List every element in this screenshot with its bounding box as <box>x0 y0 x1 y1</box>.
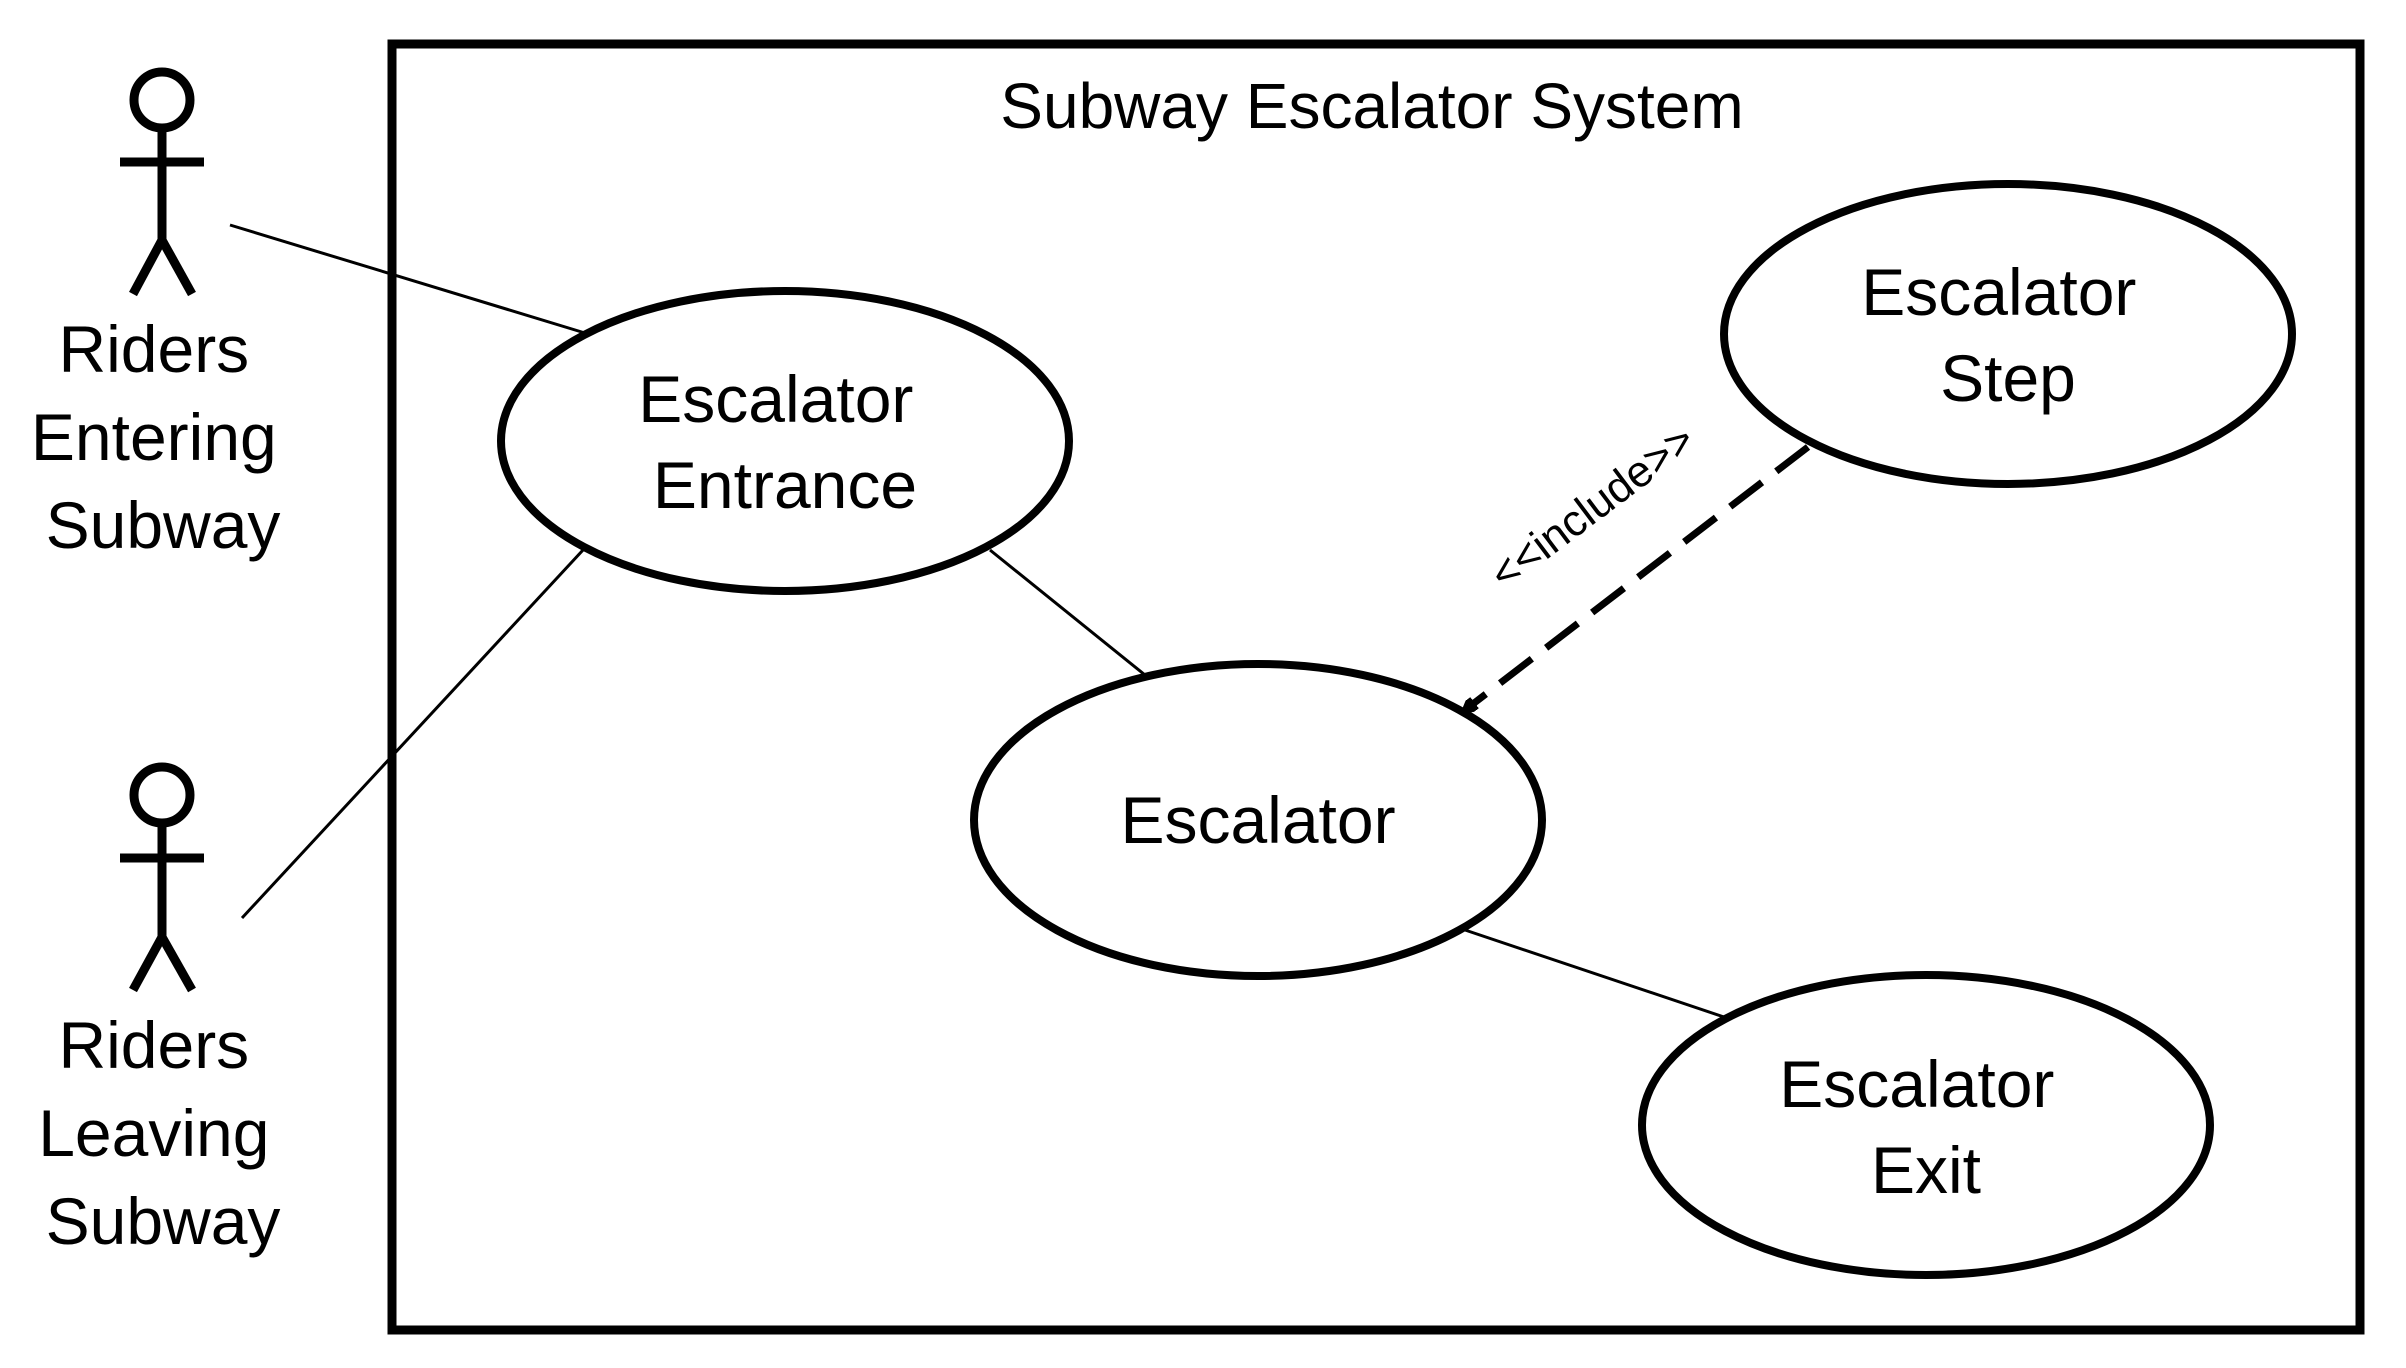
actor-riders-leaving-subway[interactable]: Riders Leaving Subway <box>38 762 288 1258</box>
svg-text:Escalator Step: Escalator Step <box>1861 255 2154 415</box>
use-case-escalator-exit[interactable]: Escalator Exit <box>1638 971 2214 1279</box>
association-leaving-entrance <box>240 548 585 920</box>
svg-text:Escalator Entrance: Escalator Entrance <box>638 362 931 522</box>
use-case-label: Escalator <box>638 362 913 436</box>
actor-label: Subway <box>46 1184 281 1258</box>
actor-label: Riders <box>58 1008 249 1082</box>
system-title: Subway Escalator System <box>1000 70 1743 142</box>
svg-text:Escalator Exit: Escalator Exit <box>1779 1047 2072 1207</box>
association-entrance-escalator <box>989 548 1146 677</box>
use-case-escalator-step[interactable]: Escalator Step <box>1720 180 2296 488</box>
svg-text:Riders Entering Su: Riders Entering Subway <box>31 312 295 562</box>
actor-label: Riders <box>58 312 249 386</box>
actor-stick-figure-icon <box>120 67 204 297</box>
actor-label: Subway <box>46 488 281 562</box>
association-escalator-exit <box>1464 928 1728 1020</box>
use-case-label: Step <box>1940 341 2076 415</box>
include-stereotype: <<include>> <box>1481 415 1704 600</box>
use-case-label: Entrance <box>653 448 917 522</box>
use-case-label: Exit <box>1871 1133 1981 1207</box>
use-case-escalator[interactable]: Escalator <box>970 660 1546 980</box>
association-entering-entrance <box>229 223 586 335</box>
include-dependency <box>1465 444 1811 710</box>
actor-riders-entering-subway[interactable]: Riders Entering Subway <box>31 67 295 562</box>
use-case-label: Escalator <box>1120 783 1395 857</box>
actor-label: Leaving <box>38 1096 269 1170</box>
system-boundary <box>387 39 2365 1335</box>
use-case-escalator-entrance[interactable]: Escalator Entrance <box>497 287 1073 595</box>
svg-text:Riders Leaving Sub: Riders Leaving Subway <box>38 1008 288 1258</box>
use-case-label: Escalator <box>1779 1047 2054 1121</box>
actor-label: Entering <box>31 400 277 474</box>
use-case-label: Escalator <box>1861 255 2136 329</box>
actor-stick-figure-icon <box>120 762 204 993</box>
